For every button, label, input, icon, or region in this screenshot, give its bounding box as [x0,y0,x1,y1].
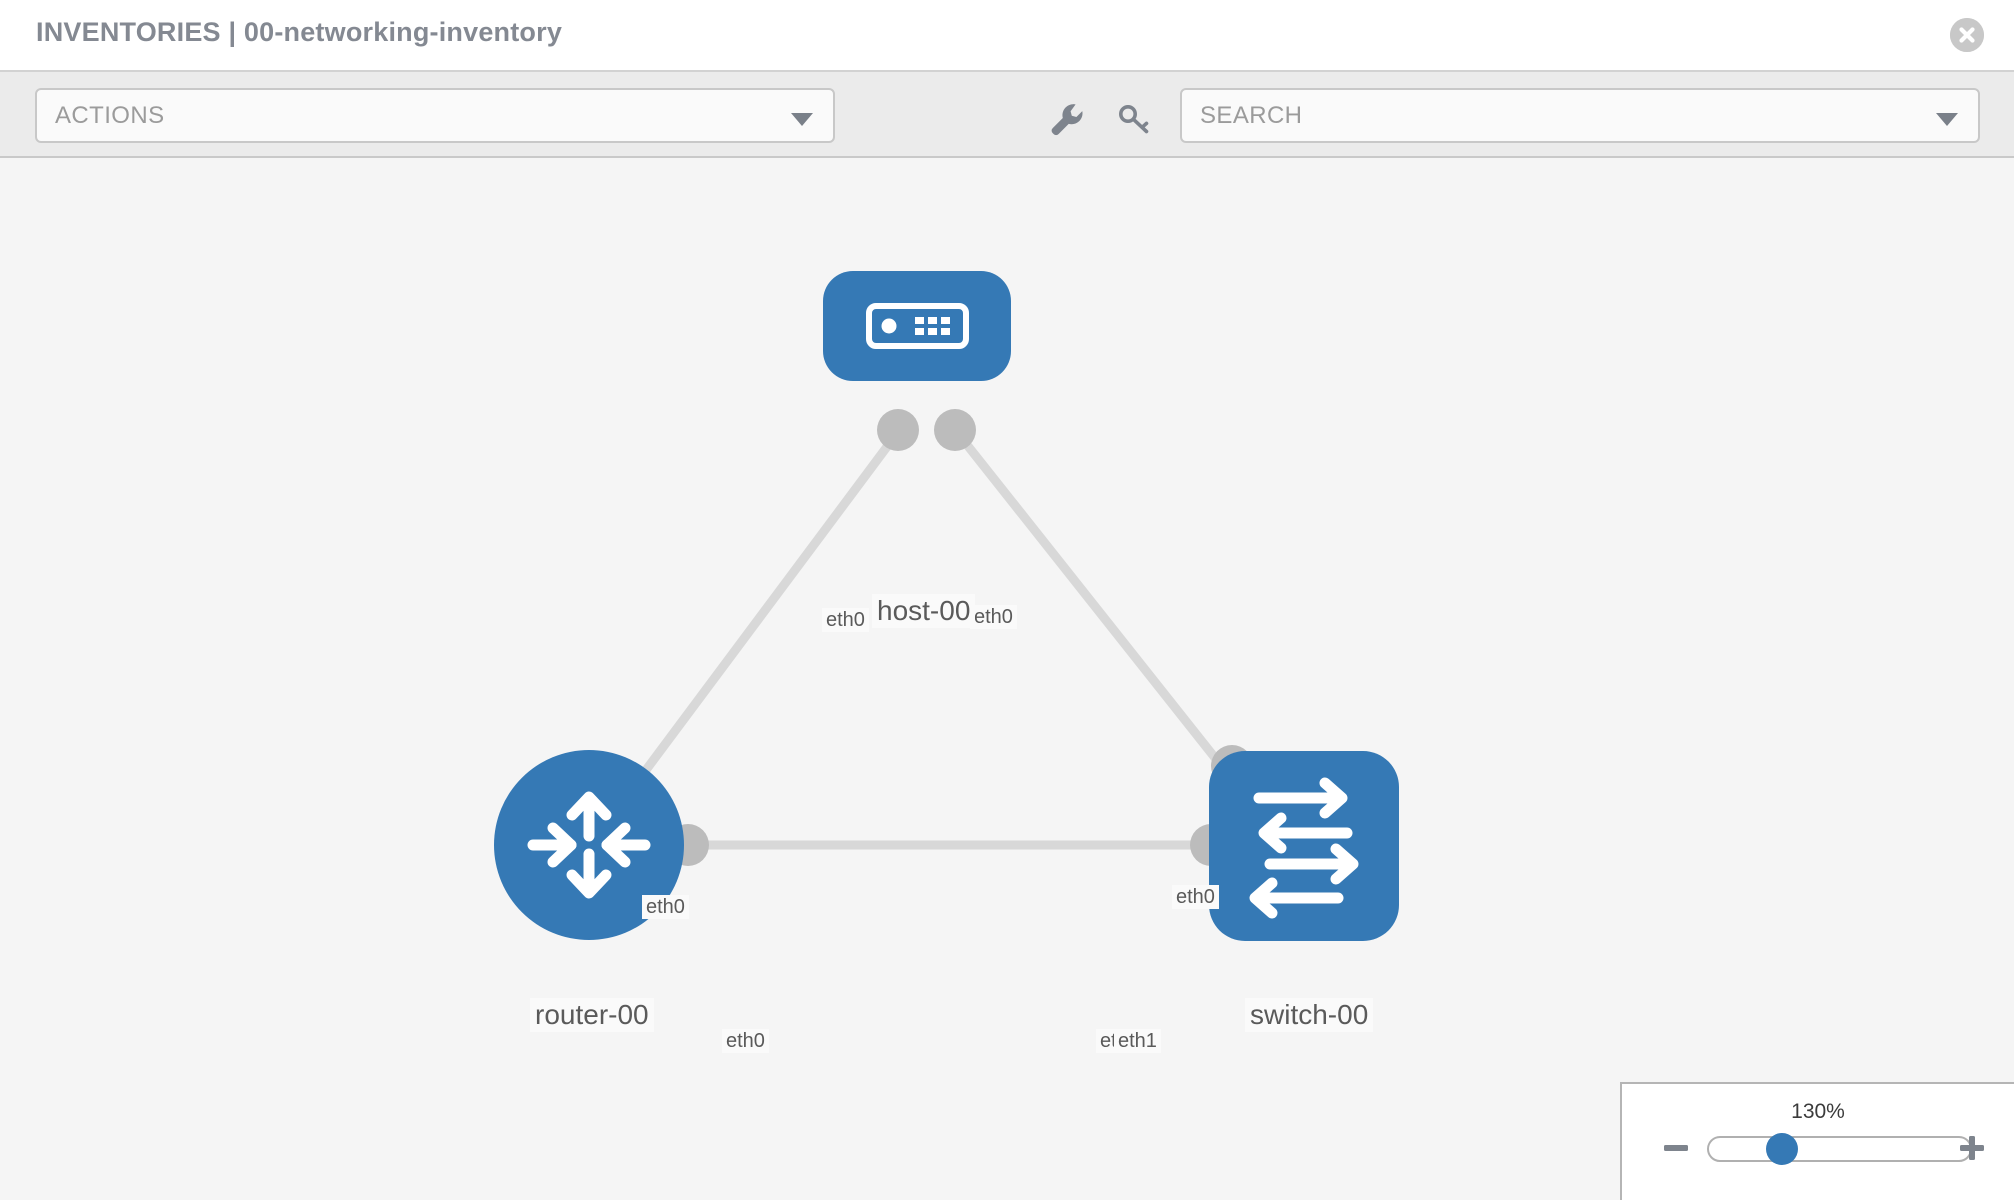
interface-label: eth0 [970,605,1017,629]
search-placeholder: SEARCH [1200,102,1303,129]
server-icon [866,303,969,349]
interface-label: eth0 [822,608,869,632]
chevron-down-icon [791,113,813,126]
node-label-router-00: router-00 [530,998,654,1032]
node-label-host-00: host-00 [872,594,976,628]
chevron-down-icon [1936,113,1958,126]
topology-connectors [667,409,1253,866]
title-bar: INVENTORIES | 00-networking-inventory [0,0,2014,70]
interface-label: eth0 [722,1029,769,1053]
wrench-icon[interactable] [1047,100,1085,138]
zoom-control-panel: 130% [1620,1082,2014,1200]
plus-icon[interactable] [1958,1134,1986,1162]
node-label-switch-00: switch-00 [1245,998,1374,1032]
actions-dropdown[interactable]: ACTIONS [35,88,835,143]
page-title: INVENTORIES | 00-networking-inventory [36,17,563,47]
router-arrows-icon [527,791,651,899]
connector-host00-right [934,409,976,451]
zoom-slider[interactable] [1707,1136,1972,1162]
connector-host00-left [877,409,919,451]
edge-host00-switch00 [956,433,1231,776]
key-icon[interactable] [1115,100,1153,138]
zoom-level-value: 130% [1791,1100,1845,1123]
node-host-00 [823,271,1011,381]
toolbar: ACTIONS SEARCH [0,70,2014,158]
topology-canvas[interactable]: eth0 eth0 host-00 eth0 eth0 eth0 eth0 et… [0,158,2014,1200]
search-input[interactable]: SEARCH [1180,88,1980,143]
topology-edges [636,433,1231,850]
zoom-slider-thumb[interactable] [1766,1133,1798,1165]
edge-host00-router00 [636,433,899,781]
minus-icon[interactable] [1662,1134,1690,1162]
interface-label: eth0 [1172,885,1219,909]
node-switch-00 [1209,751,1399,941]
interface-label: eth1 [1114,1029,1161,1053]
interface-label: eth0 [642,895,689,919]
close-icon[interactable] [1950,18,1984,52]
switch-arrows-icon [1249,777,1359,919]
topology-graph [494,271,1399,941]
actions-dropdown-label: ACTIONS [55,102,165,129]
node-router-00 [494,750,684,940]
